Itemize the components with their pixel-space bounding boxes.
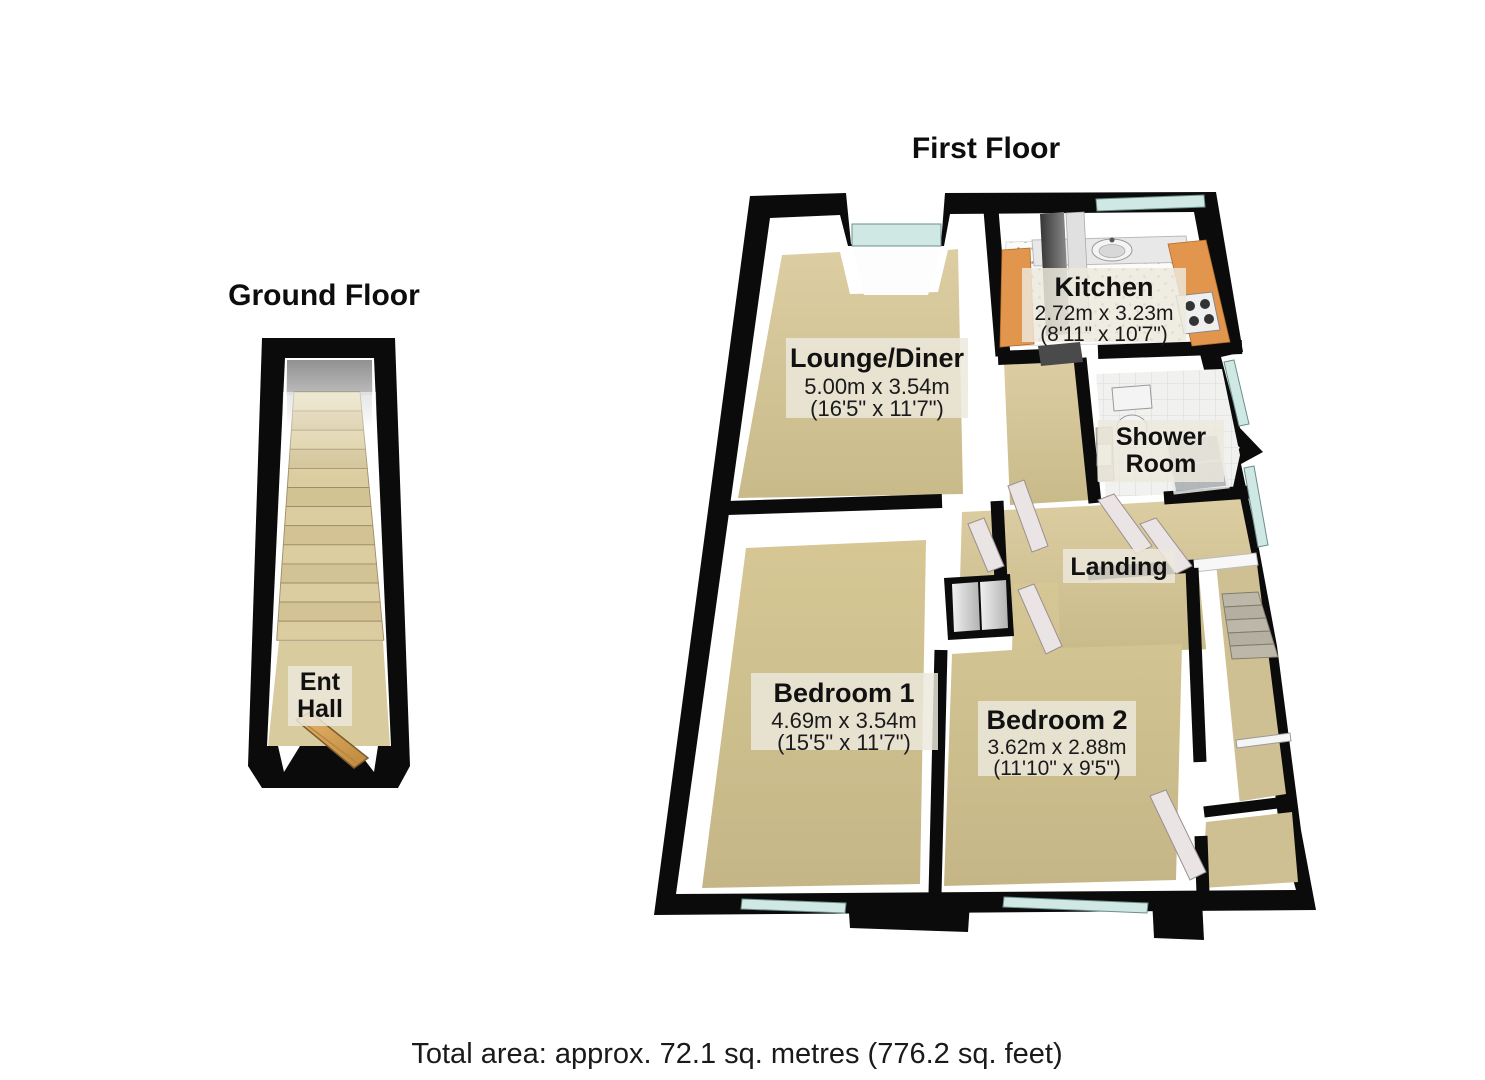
hob-burner <box>1200 299 1210 309</box>
shower-door-icon <box>1097 493 1153 555</box>
stair-tread <box>280 563 379 584</box>
label-background <box>751 673 938 750</box>
first-floor-stairs <box>1221 591 1279 660</box>
landing-corridor-floor <box>1004 358 1090 505</box>
stair-tread <box>276 620 385 641</box>
kitchen-window <box>1095 194 1206 212</box>
closet-floor <box>1202 812 1298 888</box>
side-window-upper <box>1223 359 1250 427</box>
kitchen-imperial: (8'11" x 10'7") <box>1040 323 1168 346</box>
label-background <box>1063 549 1175 583</box>
wall-bedroom1-bedroom2 <box>928 649 948 895</box>
stair-tread <box>1225 617 1271 634</box>
bedroom2-imperial: (11'10" x 9'5") <box>993 757 1121 780</box>
room-label-kitchen: Kitchen 2.72m x 3.23m (8'11" x 10'7") <box>1022 268 1186 346</box>
room-label-bedroom2: Bedroom 2 3.62m x 2.88m (11'10" x 9'5") <box>978 701 1136 780</box>
lounge-name: Lounge/Diner <box>790 343 964 373</box>
stair-tread <box>277 601 383 622</box>
stair-railing <box>1235 732 1292 749</box>
total-area-text: Total area: approx. 72.1 sq. metres (776… <box>411 1038 1062 1070</box>
closet-door-icon <box>1149 789 1207 881</box>
wall-shower-south <box>1163 485 1251 505</box>
hob-burner <box>1185 301 1195 311</box>
toilet-cistern-icon <box>1111 384 1153 412</box>
stair-tread <box>282 525 376 546</box>
lounge-metric: 5.00m x 3.54m <box>804 374 950 399</box>
stair-tread <box>284 506 374 527</box>
stair-mist-overlay <box>281 392 378 478</box>
label-background <box>786 338 968 418</box>
stair-tread <box>1223 604 1267 621</box>
ent-hall-line1: Ent <box>300 668 341 696</box>
corridor-left-wall-face <box>1198 563 1240 810</box>
shower-line1: Shower <box>1116 423 1207 451</box>
landing-name: Landing <box>1070 553 1167 581</box>
bedroom2-metric: 3.62m x 2.88m <box>988 736 1127 759</box>
ent-hall-line2: Hall <box>297 695 343 723</box>
first-floor-plan: Lounge/Diner 5.00m x 3.54m (16'5" x 11'7… <box>654 192 1316 940</box>
room-label-shower: Shower Room <box>1098 420 1224 482</box>
bedroom2-door-icon <box>1017 583 1063 655</box>
cupboard-door-right <box>980 580 1008 630</box>
label-background <box>288 666 352 726</box>
stair-tread <box>281 544 377 565</box>
stair-tread <box>1229 643 1279 660</box>
lounge-bay-window <box>851 223 942 247</box>
stair-tread <box>1227 630 1275 647</box>
hob-burner <box>1189 316 1199 326</box>
bedroom1-metric: 4.69m x 3.54m <box>771 708 917 733</box>
wall-kitchen-south <box>997 340 1243 365</box>
stair-tread <box>1221 591 1263 608</box>
bedroom2-name: Bedroom 2 <box>986 705 1127 735</box>
kitchen-tap-icon <box>1109 237 1115 243</box>
room-label-bedroom1: Bedroom 1 4.69m x 3.54m (15'5" x 11'7") <box>751 673 938 755</box>
lounge-door-icon <box>1007 479 1049 553</box>
bottom-wall-bay-right <box>1152 898 1204 940</box>
label-background <box>1022 268 1186 342</box>
bedroom1-window <box>740 898 847 914</box>
cupboard-door-left <box>952 582 980 632</box>
ground-floor-plan: Ent Hall <box>248 338 410 788</box>
label-background <box>1098 420 1224 482</box>
label-background <box>978 701 1136 776</box>
first-floor-title: First Floor <box>912 132 1061 165</box>
stair-tread <box>285 487 372 508</box>
room-label-lounge: Lounge/Diner 5.00m x 3.54m (16'5" x 11'7… <box>786 338 968 421</box>
bedroom1-imperial: (15'5" x 11'7") <box>777 730 911 755</box>
bottom-wall-bay-left <box>848 898 970 932</box>
lounge-imperial: (16'5" x 11'7") <box>810 396 944 421</box>
bay-window-recess <box>852 246 941 295</box>
wall-landing-stub <box>990 500 1008 582</box>
ground-floor-title: Ground Floor <box>228 279 420 312</box>
kitchen-sink-basin <box>1098 244 1126 258</box>
room-label-ent-hall: Ent Hall <box>288 666 352 726</box>
bedroom1-door-icon <box>967 517 1005 573</box>
shower-line2: Room <box>1126 450 1197 478</box>
wall-corridor-closet <box>1203 795 1295 818</box>
stair-tread <box>278 582 381 603</box>
door-jamb-left <box>278 746 300 772</box>
kitchen-name: Kitchen <box>1054 272 1153 302</box>
bedroom1-name: Bedroom 1 <box>773 678 914 708</box>
room-label-landing: Landing <box>1063 549 1175 583</box>
kitchen-door-leaf <box>1038 342 1083 366</box>
wall-lounge-bedroom1 <box>726 494 943 515</box>
kitchen-metric: 2.72m x 3.23m <box>1035 302 1174 325</box>
side-window-lower <box>1243 465 1269 548</box>
wall-shower-west <box>1073 357 1102 504</box>
entrance-door-edge <box>302 721 358 764</box>
hob-burner <box>1204 314 1214 324</box>
bedroom2-window <box>1002 896 1149 914</box>
